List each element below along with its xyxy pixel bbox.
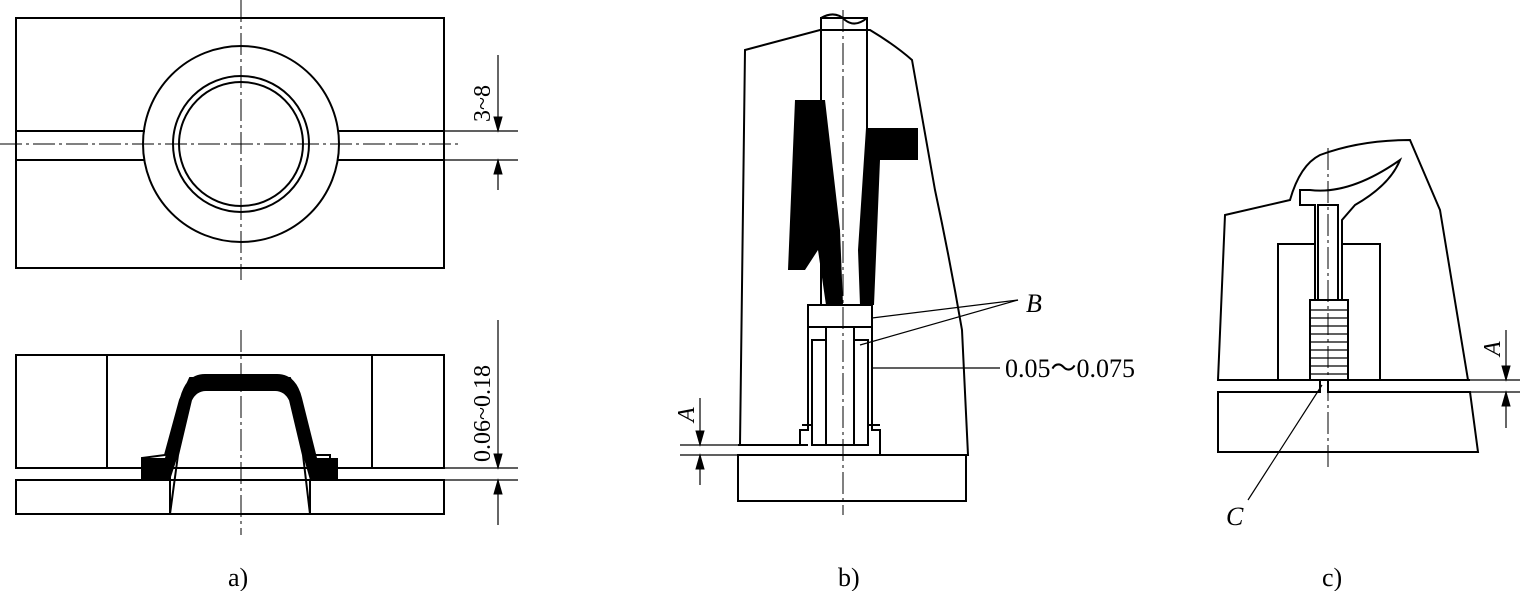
panel-a: 3~8 0.06~0.18 [0,0,518,591]
caption-a: a) [228,563,248,591]
caption-b: b) [838,563,860,591]
panel-a-plan-view [0,0,462,280]
panel-a-section-view [15,330,445,535]
panel-b: B 0.05～0.075 A b) [674,10,1135,591]
c-dimension-a: A [1470,330,1520,428]
label-c: C [1226,502,1244,531]
label-a-b: A [674,407,700,424]
b-dimension-a: A [674,398,740,485]
b-vent-leaders: B [859,289,1042,346]
panel-c: C A c) [1216,138,1520,591]
label-clearance: 0.05～0.075 [1005,354,1135,383]
c-leader: C [1226,384,1323,531]
b-clearance-leader: 0.05～0.075 [872,354,1135,383]
dimension-a-bottom: 0.06~0.18 [444,320,518,525]
caption-c: c) [1322,563,1342,591]
dimension-label-3-8: 3~8 [470,85,496,122]
label-b: B [1026,289,1042,318]
dimension-label-006-018: 0.06~0.18 [470,365,496,462]
label-a-c: A [1480,341,1506,358]
dimension-a-top: 3~8 [444,55,518,190]
c-vent-stack [1310,309,1348,375]
